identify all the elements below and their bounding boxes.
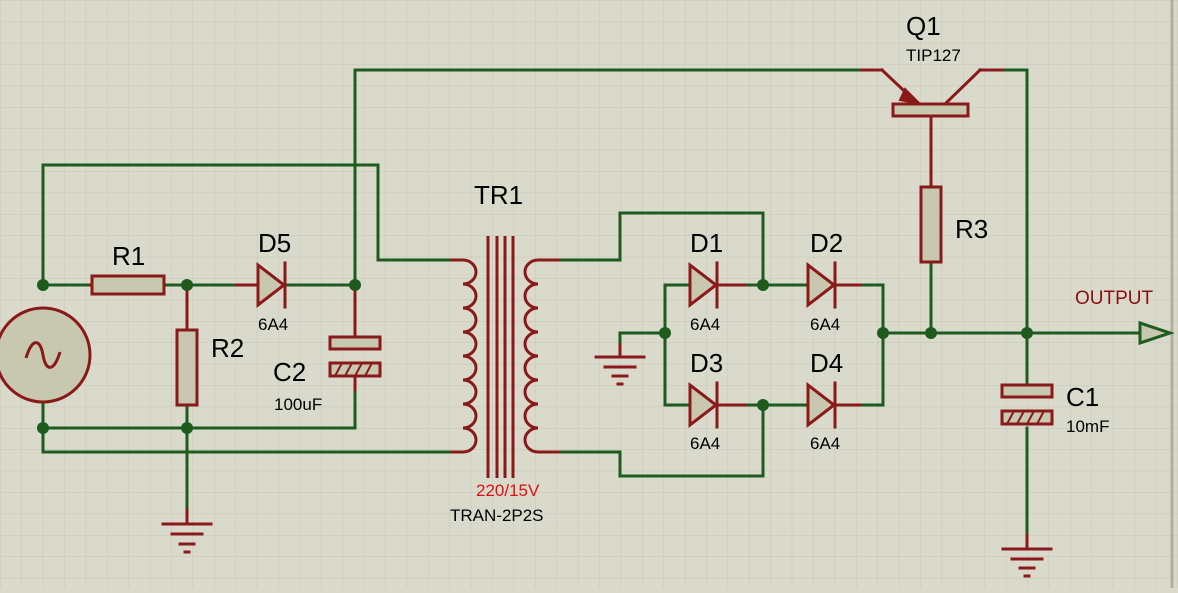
d2-ref: D2 xyxy=(810,228,843,258)
resistor-r3[interactable]: R3 xyxy=(919,185,988,264)
d1-ref: D1 xyxy=(690,228,723,258)
tr1-value: 220/15V xyxy=(476,481,540,500)
diode-d5[interactable]: D5 6A4 xyxy=(234,228,291,334)
q1-value: TIP127 xyxy=(906,46,961,65)
c1-value: 10mF xyxy=(1066,417,1109,436)
d4-value: 6A4 xyxy=(810,434,840,453)
transistor-q1[interactable]: Q1 TIP127 xyxy=(860,11,1004,187)
ground-left-icon xyxy=(161,508,213,554)
capacitor-c2[interactable]: C2 100uF xyxy=(273,290,382,414)
diode-d1[interactable]: D1 6A4 xyxy=(688,228,747,334)
transformer-tr1[interactable]: TR1 220/15V TRAN-2P2S xyxy=(450,180,560,525)
d2-value: 6A4 xyxy=(810,315,840,334)
resistor-r2[interactable]: R2 xyxy=(175,290,244,407)
d4-ref: D4 xyxy=(810,348,843,378)
ground-mid-icon xyxy=(594,343,646,386)
d1-value: 6A4 xyxy=(690,315,720,334)
tr1-type: TRAN-2P2S xyxy=(450,506,544,525)
diode-d3[interactable]: D3 6A4 xyxy=(688,348,747,453)
r2-ref: R2 xyxy=(211,333,244,363)
capacitor-c1[interactable]: C1 10mF xyxy=(1000,382,1109,436)
output-terminal[interactable]: OUTPUT xyxy=(1075,288,1175,346)
ac-source-icon[interactable] xyxy=(0,306,92,404)
r1-ref: R1 xyxy=(112,241,145,271)
q1-ref: Q1 xyxy=(906,11,941,41)
junction-dots xyxy=(37,279,1033,434)
d3-ref: D3 xyxy=(690,348,723,378)
d5-value: 6A4 xyxy=(258,315,288,334)
diode-d4[interactable]: D4 6A4 xyxy=(806,348,862,453)
c2-ref: C2 xyxy=(273,357,306,387)
c2-value: 100uF xyxy=(274,395,322,414)
d3-value: 6A4 xyxy=(690,434,720,453)
c1-ref: C1 xyxy=(1066,382,1099,412)
d5-ref: D5 xyxy=(258,228,291,258)
tr1-ref: TR1 xyxy=(474,180,523,210)
diode-d2[interactable]: D2 6A4 xyxy=(806,228,862,334)
ground-right-icon xyxy=(1001,533,1053,578)
resistor-r1[interactable]: R1 xyxy=(88,241,166,296)
r3-ref: R3 xyxy=(955,214,988,244)
output-label: OUTPUT xyxy=(1075,288,1154,309)
